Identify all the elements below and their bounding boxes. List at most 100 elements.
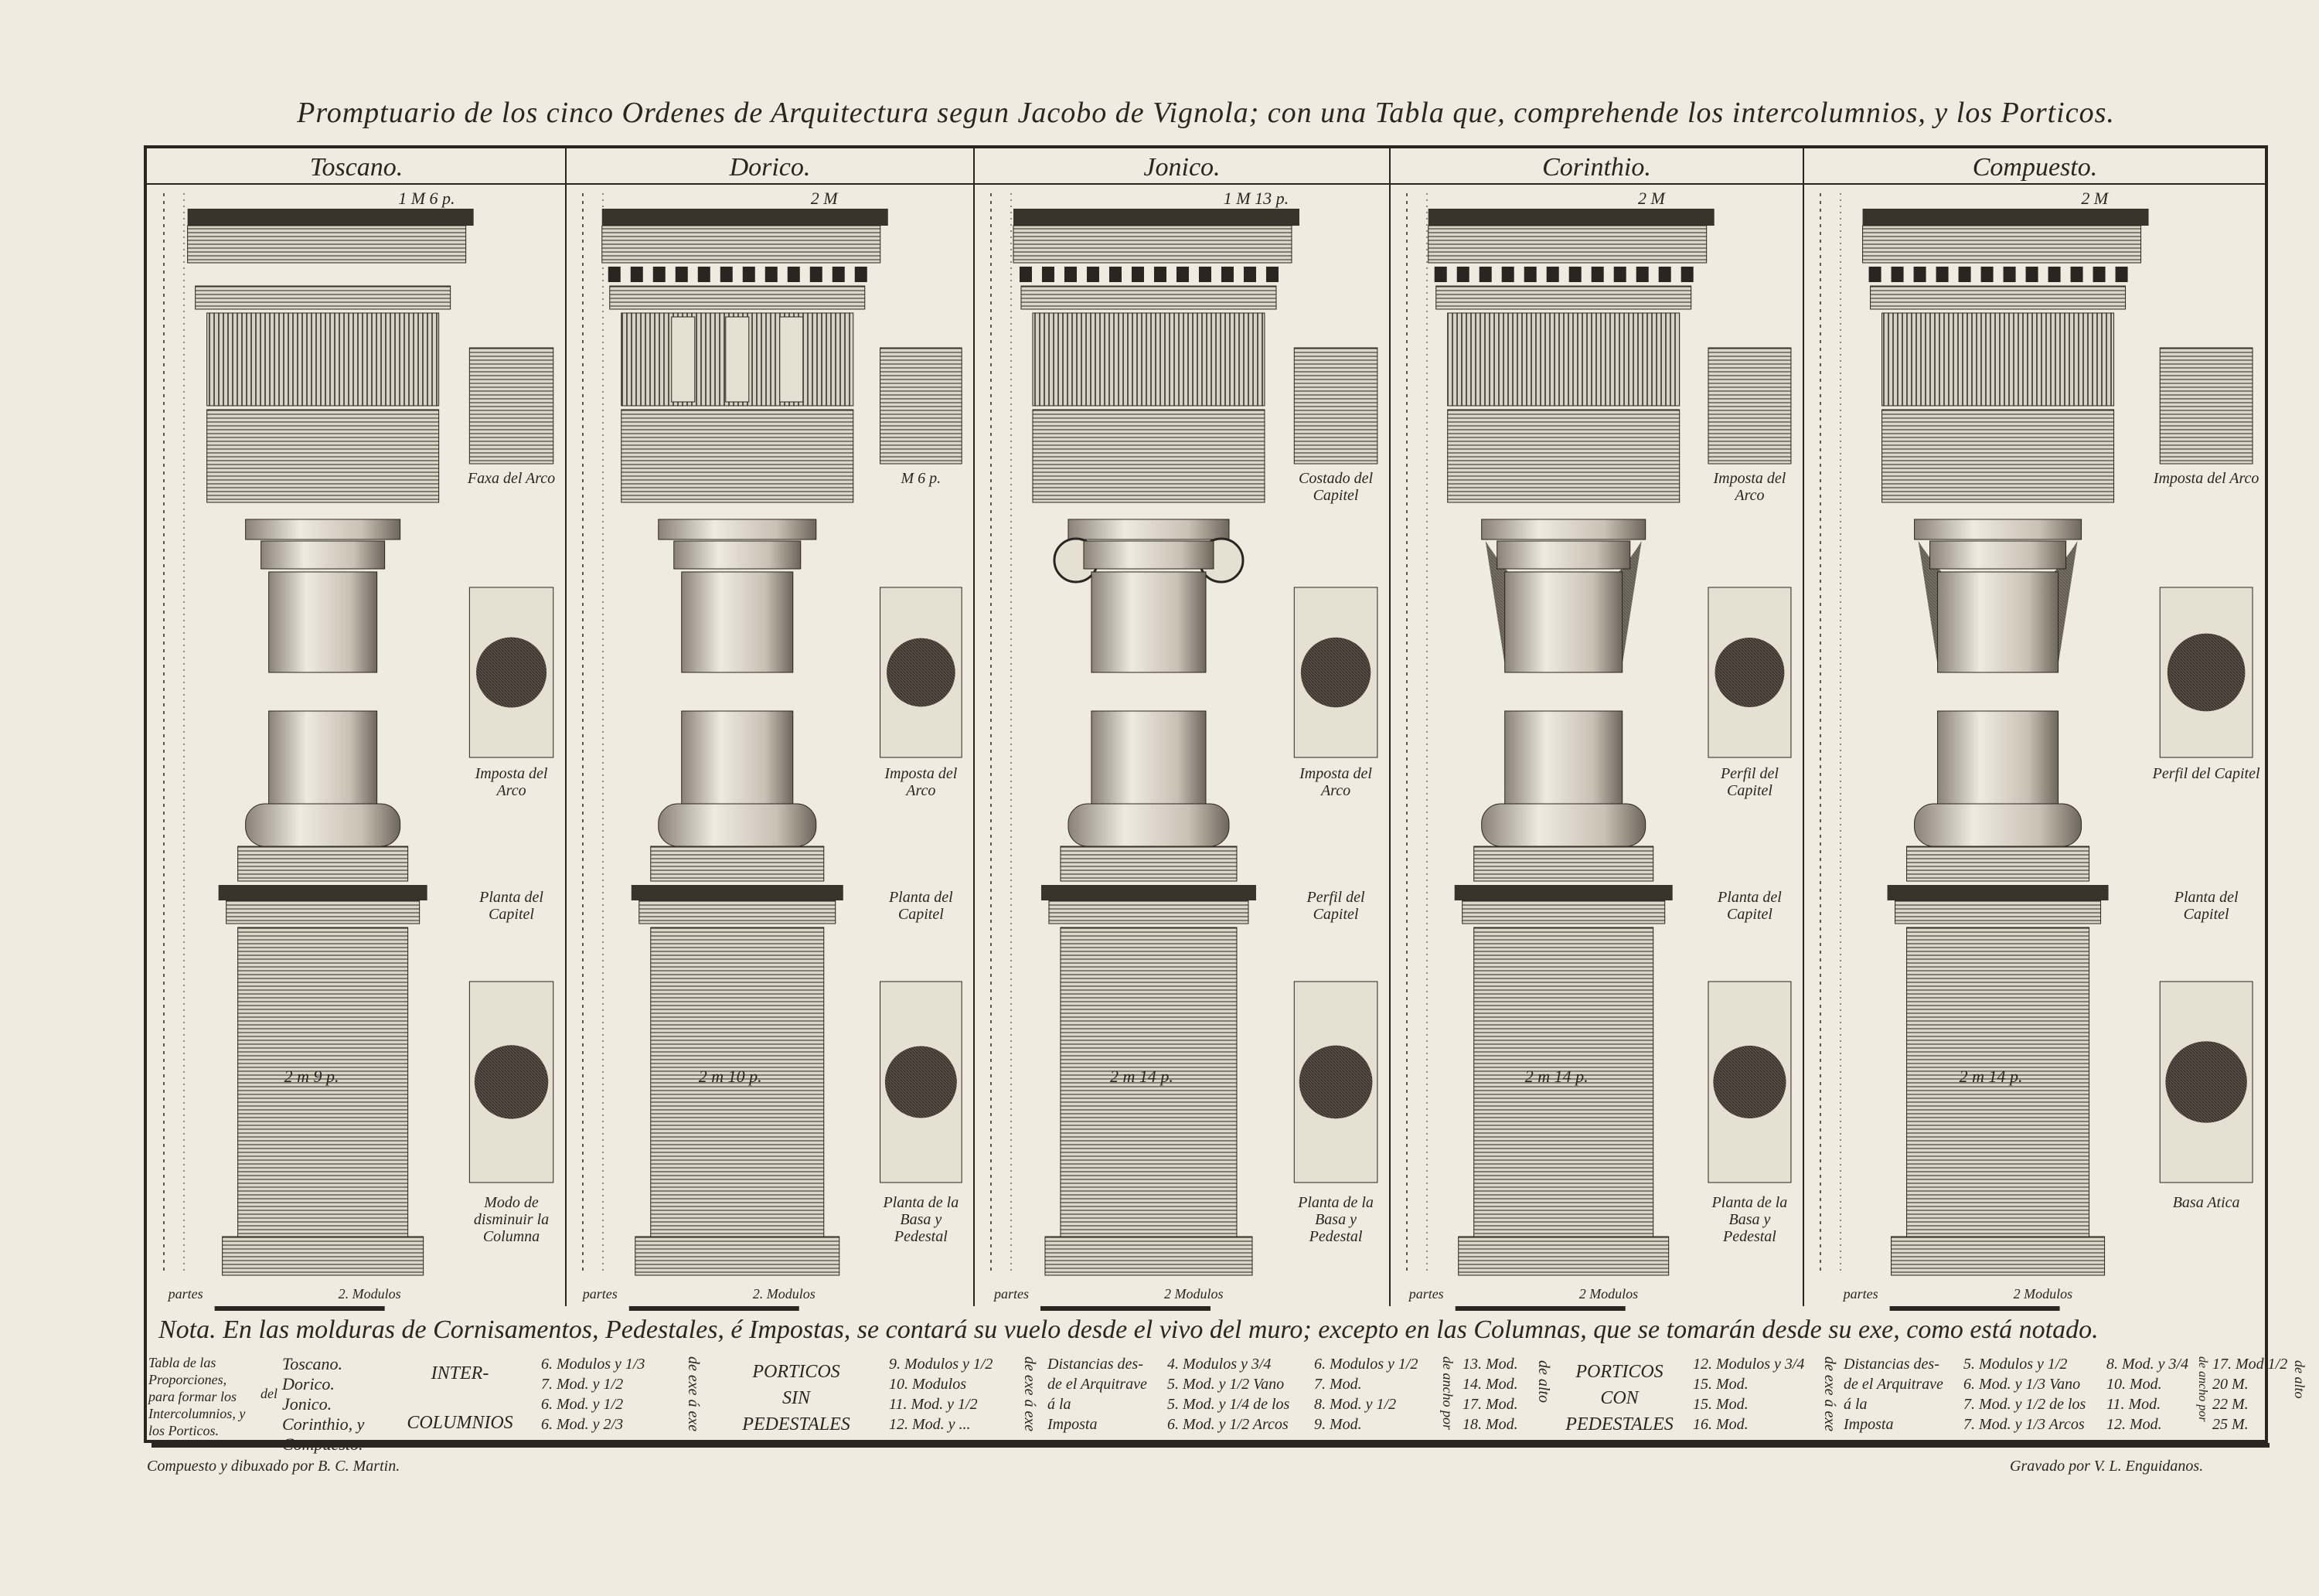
dentil bbox=[2003, 267, 2016, 282]
table-cell: 13. Mod. bbox=[1463, 1356, 1518, 1373]
dentil bbox=[1658, 267, 1671, 282]
base-plan-circle bbox=[884, 1046, 957, 1118]
lower-shaft bbox=[1937, 710, 2059, 805]
heading-line: PORTICOS bbox=[1575, 1362, 1663, 1382]
cornice-top bbox=[601, 209, 888, 226]
dentil bbox=[630, 267, 643, 282]
detail-label: Planta de la Basa y Pedestal bbox=[1711, 1194, 1788, 1245]
table-cell: 12. Mod. y ... bbox=[889, 1416, 971, 1433]
dentil bbox=[2048, 267, 2061, 282]
dentil bbox=[1891, 267, 1904, 282]
scale-label: 2. Modulos bbox=[752, 1286, 816, 1302]
upper-shaft bbox=[1937, 571, 2059, 673]
pedestal-base bbox=[1044, 1236, 1253, 1276]
scale-parts-label: partes bbox=[582, 1286, 618, 1302]
pedestal-cornice-bed bbox=[1895, 900, 2102, 924]
detail-label: Imposta del Arco bbox=[475, 765, 548, 799]
table-cell: 18. Mod. bbox=[1463, 1416, 1518, 1433]
plinth bbox=[1473, 846, 1654, 882]
lower-shaft bbox=[681, 710, 794, 805]
order-panel-0 bbox=[147, 183, 566, 1311]
table-cell: 16. Mod. bbox=[1693, 1416, 1749, 1433]
scale-bar bbox=[1455, 1306, 1626, 1311]
plate-frame bbox=[144, 145, 2268, 1443]
pedestal-measure: 2 m 14 p. bbox=[1524, 1067, 1589, 1086]
base-torus bbox=[1068, 803, 1230, 847]
order-panel-3 bbox=[1389, 147, 1803, 1311]
detail-label: M 6 p. bbox=[901, 470, 942, 487]
plinth bbox=[1060, 846, 1238, 882]
detail-label: Modo de disminuir la Columna bbox=[473, 1194, 550, 1245]
dentil bbox=[675, 267, 688, 282]
sin-alto-values: 13. Mod.14. Mod.17. Mod.18. Mod. bbox=[1463, 1354, 1518, 1434]
pedestal-base bbox=[1458, 1236, 1670, 1276]
table-cell: 6. Modulos y 1/2 bbox=[1314, 1356, 1418, 1373]
table-cell: 9. Mod. bbox=[1314, 1416, 1362, 1433]
detail-label: Basa Atica bbox=[2172, 1194, 2240, 1211]
dentil bbox=[1243, 267, 1256, 282]
table-cell: 10. Modulos bbox=[889, 1376, 966, 1393]
dentil bbox=[1265, 267, 1279, 282]
table-cell: Imposta bbox=[1844, 1416, 1894, 1433]
dentil bbox=[1681, 267, 1694, 282]
detail-label: Planta de la Basa y Pedestal bbox=[1298, 1194, 1374, 1245]
order-name: Dorico. bbox=[729, 153, 811, 182]
dentil bbox=[2115, 267, 2128, 282]
dentil bbox=[1153, 267, 1166, 282]
scale-label: 2 Modulos bbox=[1163, 1286, 1224, 1302]
scale-label: 2 Modulos bbox=[1578, 1286, 1639, 1302]
pedestal-cornice bbox=[218, 885, 427, 900]
dentil bbox=[1568, 267, 1582, 282]
exe-label: de exe á exe bbox=[1021, 1356, 1038, 1432]
scale-parts-label: partes bbox=[1843, 1286, 1878, 1302]
pedestal-die bbox=[1060, 927, 1238, 1237]
pedestal-base bbox=[635, 1236, 840, 1276]
plinth bbox=[1906, 846, 2090, 882]
detail-label: Planta del Capitel bbox=[888, 889, 953, 923]
dentil bbox=[720, 267, 733, 282]
detail-label: Imposta del Arco bbox=[2153, 470, 2259, 487]
cornice-bed bbox=[609, 285, 866, 310]
ancho-label: de ancho por bbox=[2196, 1356, 2209, 1422]
table-cell: Distancias des- bbox=[1047, 1356, 1143, 1373]
architrave bbox=[1447, 409, 1681, 503]
entablature-measure: 2 M bbox=[2081, 189, 2109, 208]
detail-label: Planta del Capitel bbox=[479, 889, 543, 923]
cornice bbox=[1862, 225, 2142, 264]
detail-label: Planta del Capitel bbox=[2174, 889, 2239, 923]
alto-label: de alto bbox=[1535, 1360, 1552, 1403]
echinus bbox=[1497, 540, 1631, 570]
capital-plan-circle bbox=[887, 638, 955, 707]
upper-shaft bbox=[1091, 571, 1207, 673]
dentil bbox=[652, 267, 666, 282]
pedestal-measure: 2 m 10 p. bbox=[698, 1067, 762, 1086]
base-torus bbox=[245, 803, 401, 847]
heading-line: COLUMNIOS bbox=[407, 1413, 513, 1433]
scale-bar bbox=[1040, 1306, 1211, 1311]
table-cell: 15. Mod. bbox=[1693, 1396, 1749, 1413]
plinth bbox=[237, 846, 409, 882]
order-name: Jonico. bbox=[1143, 153, 1221, 182]
table-cell: 6. Mod. y 1/2 bbox=[541, 1396, 624, 1413]
detail-label: Imposta del Arco bbox=[884, 765, 958, 799]
pedestal-base bbox=[1891, 1236, 2106, 1276]
scale-parts-label: partes bbox=[993, 1286, 1029, 1302]
cornice bbox=[601, 225, 881, 264]
dentil bbox=[1041, 267, 1054, 282]
dentil bbox=[1980, 267, 1994, 282]
architrave bbox=[621, 409, 854, 503]
dentil bbox=[2093, 267, 2106, 282]
heading-line: PEDESTALES bbox=[742, 1414, 850, 1434]
table-intro: Tabla de las Proporciones, para formar l… bbox=[148, 1355, 246, 1438]
cornice-bed bbox=[1870, 285, 2127, 310]
dentil bbox=[697, 267, 710, 282]
table-order: Corinthio, y bbox=[282, 1414, 365, 1434]
abacus bbox=[245, 519, 401, 540]
base-plan-circle bbox=[474, 1045, 549, 1119]
dentil bbox=[1176, 267, 1189, 282]
